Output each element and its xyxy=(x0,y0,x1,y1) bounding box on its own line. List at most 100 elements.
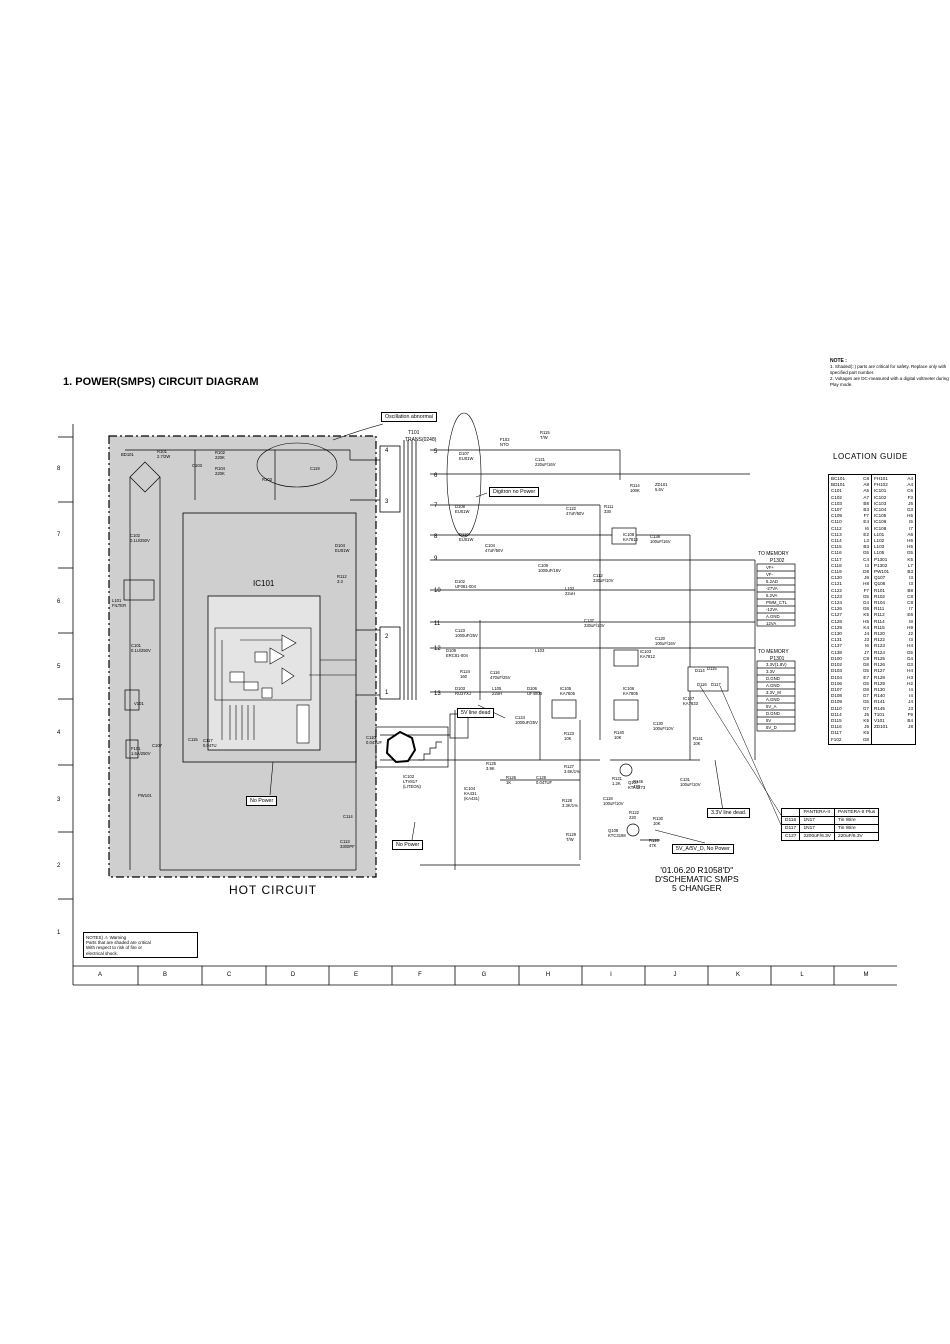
transformer-pin-number: 1 xyxy=(385,690,389,696)
location-ref: R145 xyxy=(874,705,885,711)
location-ref: R127 xyxy=(874,668,885,674)
comparison-cell: PANTERA-II Plus xyxy=(833,808,880,817)
location-grid: E6 xyxy=(907,612,913,618)
location-grid: I3 xyxy=(909,581,913,587)
component-label-pw101: PW101 xyxy=(138,793,152,798)
comparison-cell: 1N17 xyxy=(799,816,835,825)
location-ref: R140 xyxy=(874,693,885,699)
component-label-c115: C115 xyxy=(188,737,198,742)
p1302-pin-label: PWM_CTL xyxy=(766,600,788,605)
location-grid: L7 xyxy=(907,562,913,568)
grid-column-label: L xyxy=(800,972,804,978)
location-ref: C110 xyxy=(831,519,842,525)
location-grid: F9 xyxy=(907,711,913,717)
location-ref: R141 xyxy=(874,699,885,705)
location-ref: IC105 xyxy=(874,513,887,519)
p1301-pin-label: D.GND xyxy=(766,676,780,681)
p1302-pin-label: -27VA xyxy=(766,586,778,591)
location-ref: C113 xyxy=(831,531,842,537)
location-grid: J6 xyxy=(864,575,869,581)
location-grid: G5 xyxy=(862,550,869,556)
location-grid: H5 xyxy=(907,513,913,519)
connector-p1302 xyxy=(756,563,796,627)
transistors xyxy=(619,763,640,837)
callout-digitron-no-power: Digitron no Power xyxy=(489,487,540,497)
comparison-cell: D117 xyxy=(780,824,801,833)
note-heading: NOTE : xyxy=(830,358,847,364)
callout-no-power-primary: No Power xyxy=(246,796,278,806)
stamp-line-3: 5 CHANGER xyxy=(672,883,722,893)
location-grid: I4 xyxy=(909,693,913,699)
location-grid: G7 xyxy=(862,705,869,711)
location-ref: L102 xyxy=(874,538,885,544)
location-grid: A8 xyxy=(863,482,869,488)
p1302-pin-labels: VF+VF-5.2AD-27VA5.2VAPWM_CTL-12VAA.GND12… xyxy=(766,565,788,626)
p1301-pin-label: D.GND xyxy=(766,711,780,716)
grid-column-label: B xyxy=(162,972,167,978)
component-label-d115: D115 xyxy=(707,666,717,671)
component-label-d114: D114 xyxy=(695,668,705,673)
location-ref: R130 xyxy=(874,686,885,692)
location-ref: L101 xyxy=(874,531,885,537)
location-grid: J8 xyxy=(908,724,913,730)
location-grid: G5 xyxy=(862,593,869,599)
location-ref: T101 xyxy=(874,711,885,717)
row-ticks xyxy=(58,436,73,900)
location-grid: J2 xyxy=(908,631,913,637)
location-grid: B3 xyxy=(863,507,869,513)
location-grid: G5 xyxy=(862,699,869,705)
location-grid: B3 xyxy=(863,544,869,550)
page-title: 1. POWER(SMPS) CIRCUIT DIAGRAM xyxy=(63,376,259,388)
component-label-d117: D117 xyxy=(711,682,721,687)
location-ref: C116 xyxy=(831,550,842,556)
location-ref: C127 xyxy=(831,612,842,618)
location-ref: C118 xyxy=(831,562,842,568)
location-ref: C137 xyxy=(831,643,842,649)
component-label-v101: V101 xyxy=(134,701,144,706)
location-grid: C8 xyxy=(863,476,869,481)
grid-column-label: E xyxy=(353,972,358,978)
location-grid: G5 xyxy=(862,668,869,674)
grid-row-label: 8 xyxy=(57,466,61,472)
location-ref: R115 xyxy=(874,624,885,630)
location-grid: K5 xyxy=(863,730,869,736)
location-grid: K5 xyxy=(863,612,869,618)
location-ref: C114 xyxy=(831,538,842,544)
